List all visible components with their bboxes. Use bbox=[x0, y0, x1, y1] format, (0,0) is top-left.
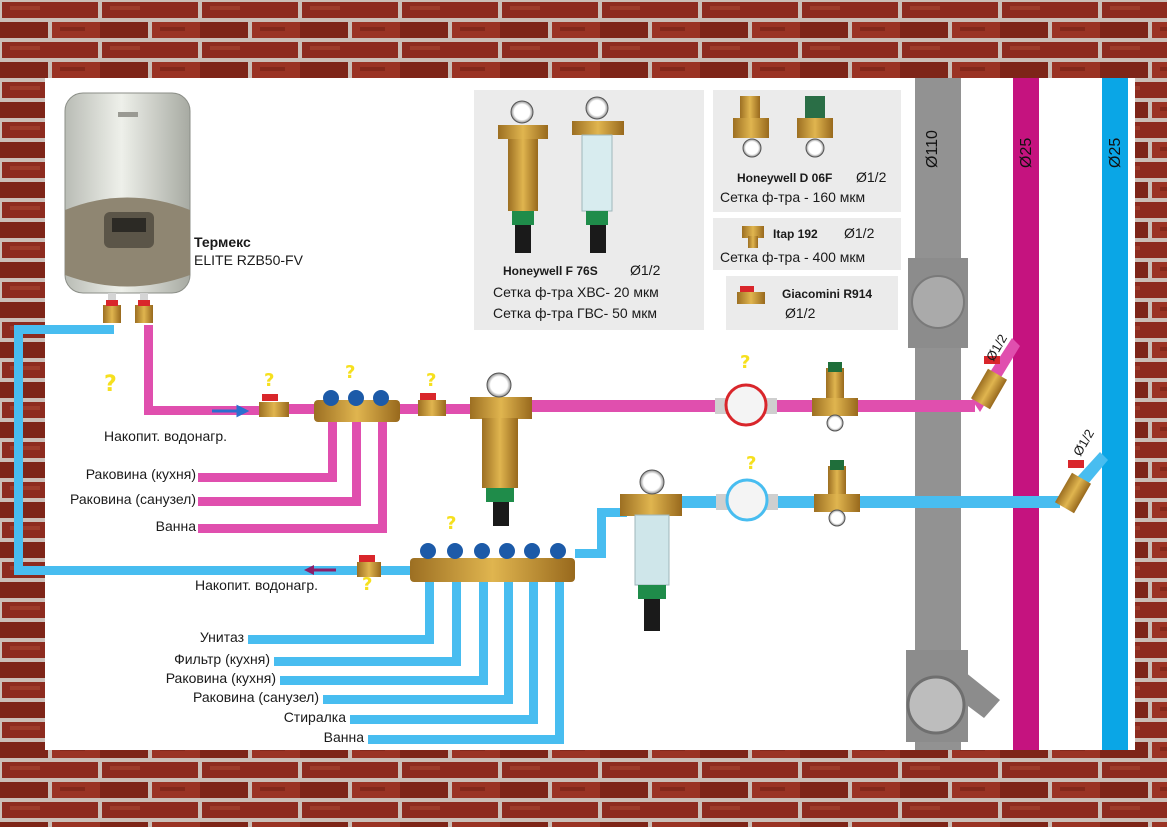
cold-outlet-kitchen-sink: Раковина (кухня) bbox=[165, 670, 276, 686]
hot-strainer bbox=[970, 356, 1008, 410]
hot-outlet-kitchen-sink: Раковина (кухня) bbox=[85, 466, 196, 482]
question-mark: ? bbox=[426, 370, 437, 391]
strainer-model: Itap 192 bbox=[773, 227, 818, 241]
cold-outlet-bathroom-sink: Раковина (санузел) bbox=[193, 689, 319, 705]
filter-mesh-hot: Сетка ф-тра ГВС- 50 мкм bbox=[493, 305, 657, 321]
cold-outlet-bath: Ванна bbox=[323, 729, 364, 745]
water-heater bbox=[64, 92, 191, 309]
valve-diameter: Ø1/2 bbox=[785, 305, 816, 321]
hot-outlet-bathroom-sink: Раковина (санузел) bbox=[70, 491, 196, 507]
cold-outlet-pipes bbox=[248, 578, 564, 744]
riser-hot-label: Ø25 bbox=[1018, 137, 1035, 168]
heater-brand: Термекс bbox=[194, 234, 251, 250]
question-mark: ? bbox=[345, 362, 356, 383]
cold-outlet-toilet: Унитаз bbox=[199, 629, 244, 645]
heater-model: ELITE RZB50-FV bbox=[194, 252, 303, 268]
riser-110 bbox=[915, 78, 961, 750]
cold-pressure-reducer bbox=[814, 460, 860, 527]
question-mark: ? bbox=[104, 372, 117, 397]
valve-model: Giacomini R914 bbox=[782, 287, 873, 301]
riser-hot bbox=[1013, 78, 1039, 750]
filter-diameter: Ø1/2 bbox=[630, 262, 661, 278]
filter-mesh-cold: Сетка ф-тра ХВС- 20 мкм bbox=[493, 284, 659, 300]
hot-heater-label: Накопит. водонагр. bbox=[104, 428, 228, 444]
hot-filter bbox=[470, 372, 532, 526]
strainer-mesh: Сетка ф-тра - 400 мкм bbox=[720, 249, 866, 265]
ball-valve-cold-heater bbox=[357, 555, 381, 577]
valve-product-image bbox=[737, 286, 765, 304]
hot-water-meter bbox=[715, 383, 777, 427]
cold-strainer bbox=[1054, 460, 1092, 514]
reducer-diameter: Ø1/2 bbox=[856, 169, 887, 185]
cold-heater-label: Накопит. водонагр. bbox=[195, 577, 319, 593]
ball-valve-hot-2 bbox=[418, 393, 446, 416]
hot-manifold bbox=[314, 390, 400, 422]
cold-water-meter bbox=[716, 478, 778, 522]
riser-cold bbox=[1102, 78, 1128, 750]
hot-heater-pipe bbox=[144, 325, 259, 415]
hot-pressure-reducer bbox=[812, 362, 858, 432]
cold-filter bbox=[620, 469, 682, 631]
strainer-product-image bbox=[742, 226, 764, 248]
question-mark: ? bbox=[740, 352, 751, 373]
riser-110-label: Ø110 bbox=[924, 130, 941, 168]
cold-manifold bbox=[410, 543, 575, 582]
hot-outlet-pipes bbox=[198, 420, 387, 533]
cold-outlet-filter: Фильтр (кухня) bbox=[174, 651, 270, 667]
cold-heater-pipe bbox=[14, 325, 410, 575]
filter-model: Honeywell F 76S bbox=[503, 264, 598, 278]
reducer-product-images bbox=[733, 96, 833, 158]
question-mark: ? bbox=[446, 513, 457, 534]
filter-product-images bbox=[498, 96, 624, 253]
strainer-diameter: Ø1/2 bbox=[844, 225, 875, 241]
heater-valves bbox=[103, 300, 153, 323]
question-mark: ? bbox=[264, 370, 275, 391]
reducer-mesh: Сетка ф-тра - 160 мкм bbox=[720, 189, 866, 205]
ball-valve-hot-1 bbox=[259, 394, 289, 417]
hot-outlet-bath: Ванна bbox=[155, 518, 196, 534]
question-mark: ? bbox=[362, 574, 373, 595]
question-mark: ? bbox=[746, 453, 757, 474]
cold-outlet-washer: Стиралка bbox=[283, 709, 346, 725]
riser-cold-label: Ø25 bbox=[1107, 137, 1124, 168]
reducer-model: Honeywell D 06F bbox=[737, 171, 833, 185]
